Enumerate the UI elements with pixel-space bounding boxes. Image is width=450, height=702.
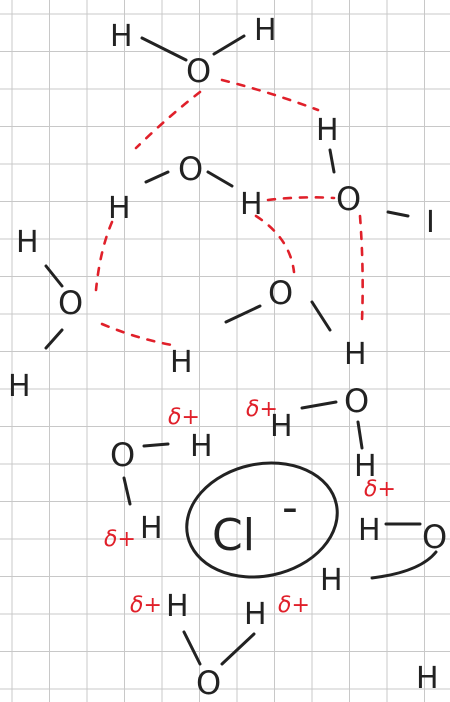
delta-plus-label: δ+ — [278, 593, 310, 618]
bond — [212, 34, 246, 56]
partial-charges: δ+ δ+ δ+ δ+ δ+ δ+ — [104, 397, 396, 618]
hydrogen-atom: H — [16, 225, 39, 260]
hydrogen-bond — [134, 90, 202, 150]
delta-plus-label: δ+ — [168, 405, 200, 430]
bond — [142, 442, 170, 448]
bond — [44, 264, 64, 288]
hydrogen-atom: H — [170, 345, 193, 380]
bond — [182, 630, 202, 666]
oxygen-atom: O — [110, 436, 135, 474]
hydrogen-atom: H — [344, 337, 367, 372]
chloride-ion: Cl - — [212, 482, 298, 561]
bond — [206, 170, 234, 188]
hydrogen-atom: H — [240, 187, 263, 222]
oxygen-atom: O — [268, 274, 293, 312]
chloride-ion-ring — [185, 461, 339, 579]
bond — [140, 36, 188, 62]
oxygen-atom: O — [178, 150, 203, 188]
hydrogen-atom: H — [320, 563, 343, 598]
bond — [386, 210, 410, 218]
hydrogen-bond — [266, 196, 336, 202]
hydrogen-atom: I — [426, 205, 435, 240]
hydrogen-atom: H — [416, 661, 439, 696]
bond — [328, 148, 336, 174]
oxygen-atom: O — [422, 518, 447, 556]
hydrogen-atom: H — [316, 113, 339, 148]
bond — [144, 170, 170, 184]
hydrogen-atom: H — [108, 191, 131, 226]
chloride-symbol: Cl — [212, 510, 255, 561]
hydrogen-bond — [358, 214, 364, 322]
hydrogen-bond — [220, 78, 320, 112]
hydrogen-bonds — [94, 78, 364, 348]
hydrogen-atom: H — [140, 511, 163, 546]
chloride-charge: - — [282, 482, 298, 533]
hydrogen-atom: H — [270, 409, 293, 444]
bond — [224, 304, 262, 324]
oxygen-atom: O — [344, 382, 369, 420]
hydrogen-bond — [94, 220, 114, 292]
bond — [356, 420, 364, 450]
covalent-bonds — [44, 34, 438, 666]
hydrogen-atom: H — [354, 449, 377, 484]
bond — [44, 328, 64, 350]
oxygen-atom: O — [336, 180, 361, 218]
hydrogen-bond — [254, 214, 296, 274]
oxygen-atom: O — [58, 284, 83, 322]
bond — [370, 550, 438, 580]
bond — [220, 632, 256, 666]
oxygen-atom: O — [196, 664, 221, 702]
delta-plus-label: δ+ — [130, 593, 162, 618]
delta-plus-label: δ+ — [246, 397, 278, 422]
delta-plus-label: δ+ — [364, 477, 396, 502]
hydrogen-atom: H — [166, 589, 189, 624]
hydrogen-atom: H — [110, 19, 133, 54]
bond — [300, 400, 338, 410]
hydrogen-atom: H — [254, 13, 277, 48]
atoms: H H O H O H H O I H O O H H H O H H O H … — [8, 13, 447, 702]
hydrogen-atom: H — [358, 513, 381, 548]
hydrogen-atom: H — [244, 597, 267, 632]
bond — [122, 476, 132, 506]
hydrogen-atom: H — [8, 369, 31, 404]
oxygen-atom: O — [186, 52, 211, 90]
bond — [310, 300, 332, 332]
delta-plus-label: δ+ — [104, 527, 136, 552]
hydrogen-atom: H — [190, 429, 213, 464]
hydrogen-bond — [100, 322, 180, 348]
